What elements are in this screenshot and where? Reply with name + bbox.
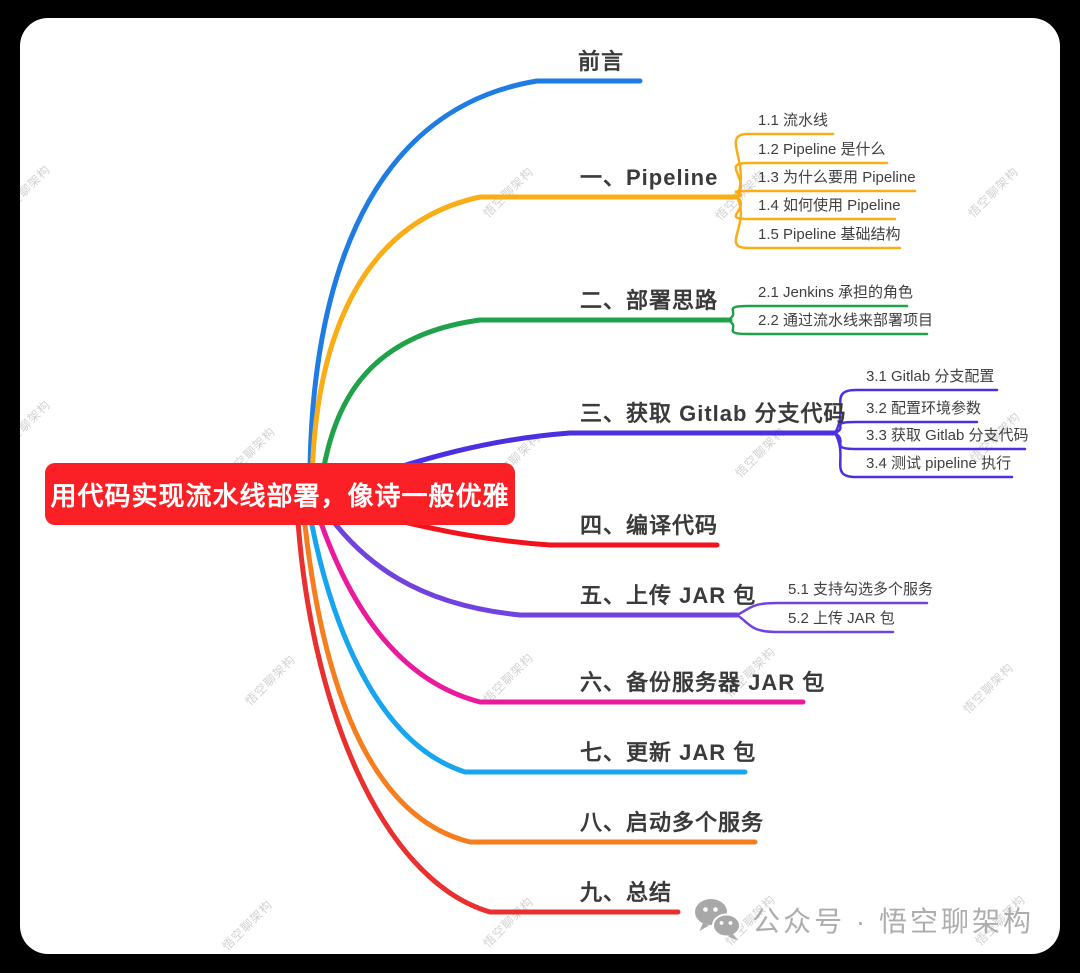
branch-line <box>307 78 643 497</box>
branch-topic[interactable]: 七、更新 JAR 包 <box>580 740 757 765</box>
child-topic[interactable]: 3.2 配置环境参数 <box>866 400 982 417</box>
branch-topic[interactable]: 三、获取 Gitlab 分支代码 <box>580 401 847 426</box>
branch-line <box>294 503 681 915</box>
child-branch-line <box>734 195 902 250</box>
child-branch-line <box>734 195 897 221</box>
child-topic[interactable]: 1.2 Pipeline 是什么 <box>758 141 886 158</box>
child-topic[interactable]: 1.4 如何使用 Pipeline <box>758 197 901 214</box>
child-branch-line <box>833 388 999 435</box>
branch-topic[interactable]: 六、备份服务器 JAR 包 <box>580 670 826 695</box>
branch-topic[interactable]: 一、Pipeline <box>580 165 719 190</box>
child-branch-line <box>735 613 895 634</box>
topic-label-layer: 前言一、Pipeline 1.1 流水线 1.2 Pipeline 是什么 1.3 为… <box>20 18 1060 954</box>
branch-line <box>309 194 740 497</box>
branch-line <box>305 501 748 775</box>
branch-topic[interactable]: 五、上传 JAR 包 <box>580 583 757 608</box>
branch-topic[interactable]: 八、启动多个服务 <box>580 810 765 835</box>
branch-topic[interactable]: 四、编译代码 <box>580 513 719 538</box>
child-topic[interactable]: 5.1 支持勾选多个服务 <box>788 581 934 598</box>
branch-line <box>300 503 758 845</box>
child-topic[interactable]: 1.1 流水线 <box>758 112 829 129</box>
central-topic[interactable]: 用代码实现流水线部署，像诗一般优雅 <box>45 463 515 525</box>
child-branch-line <box>726 304 909 322</box>
child-branch-line <box>833 431 1014 479</box>
child-topic[interactable]: 2.1 Jenkins 承担的角色 <box>758 284 914 301</box>
child-branch-line <box>734 189 917 199</box>
child-branch-line <box>726 318 929 336</box>
child-topic[interactable]: 3.4 测试 pipeline 执行 <box>866 455 1012 472</box>
footer-account-name: 公众号 · 悟空聊架构 <box>752 906 1034 937</box>
child-topic[interactable]: 3.3 获取 Gitlab 分支代码 <box>866 427 1029 444</box>
child-topic[interactable]: 1.3 为什么要用 Pipeline <box>758 169 916 186</box>
branch-line <box>317 317 733 497</box>
child-topic[interactable]: 3.1 Gitlab 分支配置 <box>866 368 995 385</box>
child-topic[interactable]: 5.2 上传 JAR 包 <box>788 610 895 627</box>
branch-topic[interactable]: 二、部署思路 <box>580 288 719 313</box>
child-branch-line <box>735 601 929 617</box>
child-branch-line <box>833 420 979 435</box>
branch-line <box>311 499 806 705</box>
child-topic[interactable]: 2.2 通过流水线来部署项目 <box>758 312 934 329</box>
wechat-icon <box>694 898 742 942</box>
branch-topic[interactable]: 九、总结 <box>580 880 673 905</box>
mindmap-canvas: 悟空聊架构悟空聊架构悟空聊架构悟空聊架构悟空聊架构悟空聊架构悟空聊架构悟空聊架构… <box>20 18 1060 954</box>
footer-credit: 公众号 · 悟空聊架构 <box>694 898 1034 942</box>
child-topic[interactable]: 1.5 Pipeline 基础结构 <box>758 226 901 243</box>
branch-topic[interactable]: 前言 <box>578 49 625 74</box>
